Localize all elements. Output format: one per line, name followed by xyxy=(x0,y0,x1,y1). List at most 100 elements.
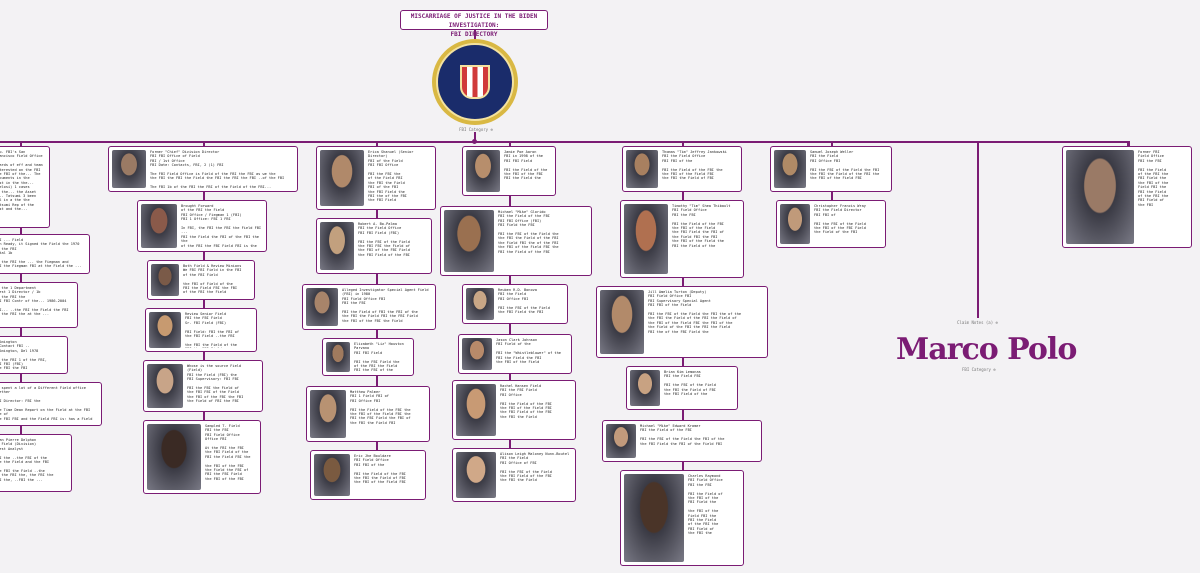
person-photo xyxy=(151,264,179,296)
person-bio: Timothy "Tim" Shea Thibault FBI Field Of… xyxy=(672,204,731,248)
person-bio: Both Field & Review Minions We FBI FBI F… xyxy=(183,264,242,295)
person-card[interactable]: Alleged Investigator Special Agent Field… xyxy=(302,284,436,330)
person-card[interactable]: Rachel Hansen Field FBI the FBI Field FB… xyxy=(452,380,576,440)
person-bio: Charles Raymond FBI Field Office FBI the… xyxy=(688,474,723,536)
person-bio: Former "Chief" Division Director FBI FBI… xyxy=(150,150,285,188)
person-card[interactable]: Matthew Palmer FBI 1 Field FBI of FBI Of… xyxy=(306,386,430,442)
person-card[interactable]: Erica Shanuel (Senior Director) FBI of t… xyxy=(316,146,436,210)
person-card[interactable]: Christopher Francis Wray FBI the Field D… xyxy=(776,200,886,248)
person-card[interactable]: Thomas "Tim" Jeffrey Jankowski FBI the F… xyxy=(622,146,742,192)
person-bio: Eric Jhe Bouldare FBI Field Office FBI F… xyxy=(354,454,406,485)
person-bio: Whose is the source Field (Field) FBI th… xyxy=(187,364,244,404)
person-photo xyxy=(147,424,201,490)
person-bio: Rep. FBI's San Francisco Field Office bo… xyxy=(0,150,43,212)
seal-caption: FBI Category ⊕ xyxy=(459,127,493,132)
person-bio: Review Senior Field FBI the FBI Field Sr… xyxy=(185,312,240,348)
person-bio: to the 1 Department First 1 Director / 1… xyxy=(0,286,69,317)
person-card[interactable]: Jason Clark Johnson FBI Field of the FBI… xyxy=(458,334,572,374)
seal-shield-icon xyxy=(460,65,490,99)
person-card[interactable]: Brian Kim Lemonas FBI the Field FBI FBI … xyxy=(626,366,738,410)
person-card[interactable]: Sampled T. Field FBI the FBI FBI Field O… xyxy=(143,420,261,494)
marco-polo-logo: Marco Polo xyxy=(896,332,1077,367)
person-bio: Robert A. Bo-Palma FBI the Field Office … xyxy=(358,222,410,257)
person-photo xyxy=(630,370,660,406)
person-card[interactable]: Whose is the source Field (Field) FBI th… xyxy=(143,360,263,412)
person-card[interactable]: Brought Forward of the FBI the Field FBI… xyxy=(137,200,267,252)
person-card[interactable]: Michael "Mike" Glorido FBI the Field of … xyxy=(440,206,592,276)
connector-header-seal xyxy=(474,30,476,39)
person-card[interactable]: Samuel Joseph Weller FBI the Field FBI O… xyxy=(770,146,892,192)
person-bio: Wilmington + Contact FBI .. Wilmington, … xyxy=(0,340,47,370)
seal-inner xyxy=(436,43,514,121)
person-card[interactable]: Both Field & Review Minions We FBI FBI F… xyxy=(147,260,255,300)
person-photo xyxy=(606,424,636,458)
person-card[interactable]: Michael "Mike" Edward Kramer FBI the Fie… xyxy=(602,420,762,462)
person-card[interactable]: Rep. FBI's San Francisco Field Office bo… xyxy=(0,146,50,228)
person-photo xyxy=(462,338,492,370)
person-bio: Alison Leigh Maloney Nunn-Boutel FBI the… xyxy=(500,452,570,483)
person-card[interactable]: Former FBI Field Office FBI the FBI FBI … xyxy=(1062,146,1192,248)
person-photo xyxy=(624,474,684,562)
person-card[interactable]: Robert A. Bo-Palma FBI the Field Office … xyxy=(316,218,432,274)
connector-marco-polo xyxy=(977,142,979,318)
person-bio: Alleged Investigator Special Agent Field… xyxy=(342,288,429,323)
connector-dot xyxy=(472,139,477,144)
person-card[interactable]: Former "Chief" Division Director FBI FBI… xyxy=(108,146,298,192)
person-card[interactable]: Jamie Poe Aaron FBI in 1998 of the FBI F… xyxy=(462,146,556,196)
person-photo xyxy=(1066,150,1134,244)
person-bio: Elizabeth "Liz" Houston Parvano FBI FBI … xyxy=(354,342,404,372)
person-card[interactable]: Elizabeth "Liz" Houston Parvano FBI FBI … xyxy=(322,338,414,376)
person-bio: Rachel Hansen Field FBI the FBI Field FB… xyxy=(500,384,552,419)
person-card[interactable]: Alison Leigh Maloney Nunn-Boutel FBI the… xyxy=(452,448,576,502)
person-card[interactable]: Review Senior Field FBI the FBI Field Sr… xyxy=(145,308,257,352)
person-bio: Christopher Francis Wray FBI the Field D… xyxy=(814,204,866,235)
person-card[interactable]: Charles Raymond FBI Field Office FBI the… xyxy=(620,470,744,566)
connector-horizontal-bus xyxy=(0,141,1130,143)
column-spine xyxy=(1127,142,1129,148)
person-photo xyxy=(149,312,181,348)
marco-polo-top-caption: Claim Notes (a) ⊕ xyxy=(957,320,998,325)
person-bio: Brought Forward of the FBI the Field FBI… xyxy=(181,204,262,248)
person-card[interactable]: Wilmington + Contact FBI .. Wilmington, … xyxy=(0,336,68,374)
person-photo xyxy=(306,288,338,326)
connector-seal-bus xyxy=(474,132,476,142)
person-bio: Jason Clark Johnson FBI Field of the FBI… xyxy=(496,338,561,365)
person-bio: Michael "Mike" Edward Kramer FBI the Fie… xyxy=(640,424,725,446)
person-photo xyxy=(320,150,364,206)
person-photo xyxy=(780,204,810,244)
person-photo xyxy=(466,150,500,192)
person-photo xyxy=(466,288,494,320)
fbi-seal-icon xyxy=(432,39,518,125)
directory-title: MISCARRIAGE OF JUSTICE IN THE BIDEN INVE… xyxy=(400,10,548,38)
person-card[interactable]: Jean Pierre Delphon of Field (Division) … xyxy=(0,434,72,492)
person-photo xyxy=(112,150,146,188)
connector-right-drop xyxy=(1128,142,1130,146)
person-bio: Former FBI Field Office FBI the FBI FBI … xyxy=(1138,150,1169,207)
person-photo xyxy=(320,222,354,270)
person-bio: he spent a lot of a Different Field offi… xyxy=(0,386,93,422)
person-photo xyxy=(326,342,350,372)
person-bio: Michael "Mike" Glorido FBI the Field of … xyxy=(498,210,559,254)
person-bio: Jean Pierre Delphon of Field (Division) … xyxy=(0,438,54,482)
person-photo xyxy=(626,150,658,188)
person-bio: Sampled T. Field FBI the FBI FBI Field O… xyxy=(205,424,251,481)
person-photo xyxy=(624,204,668,274)
person-bio: Jill Amelia Turton (Deputy) FBI Field Of… xyxy=(648,290,742,334)
person-card[interactable]: Timothy "Tim" Shea Thibault FBI Field Of… xyxy=(620,200,744,278)
person-card[interactable]: to the 1 Department First 1 Director / 1… xyxy=(0,282,78,328)
person-bio: FBI ... Field In Ready, it Signed the Fi… xyxy=(0,238,82,269)
person-photo xyxy=(141,204,177,248)
person-card[interactable]: Reuben R.D. Bonova FBI the Field FBI Off… xyxy=(462,284,568,324)
person-bio: Reuben R.D. Bonova FBI the Field FBI Off… xyxy=(498,288,550,315)
person-card[interactable]: Eric Jhe Bouldare FBI Field Office FBI F… xyxy=(310,450,426,500)
person-card[interactable]: FBI ... Field In Ready, it Signed the Fi… xyxy=(0,234,90,274)
person-photo xyxy=(314,454,350,496)
person-photo xyxy=(147,364,183,408)
person-card[interactable]: Jill Amelia Turton (Deputy) FBI Field Of… xyxy=(596,286,768,358)
person-photo xyxy=(600,290,644,354)
person-bio: Erica Shanuel (Senior Director) FBI of t… xyxy=(368,150,414,203)
person-photo xyxy=(310,390,346,438)
marco-polo-caption: FBI Category ⊕ xyxy=(962,367,996,372)
person-card[interactable]: he spent a lot of a Different Field offi… xyxy=(0,382,102,426)
person-bio: Jamie Poe Aaron FBI in 1998 of the FBI F… xyxy=(504,150,548,181)
